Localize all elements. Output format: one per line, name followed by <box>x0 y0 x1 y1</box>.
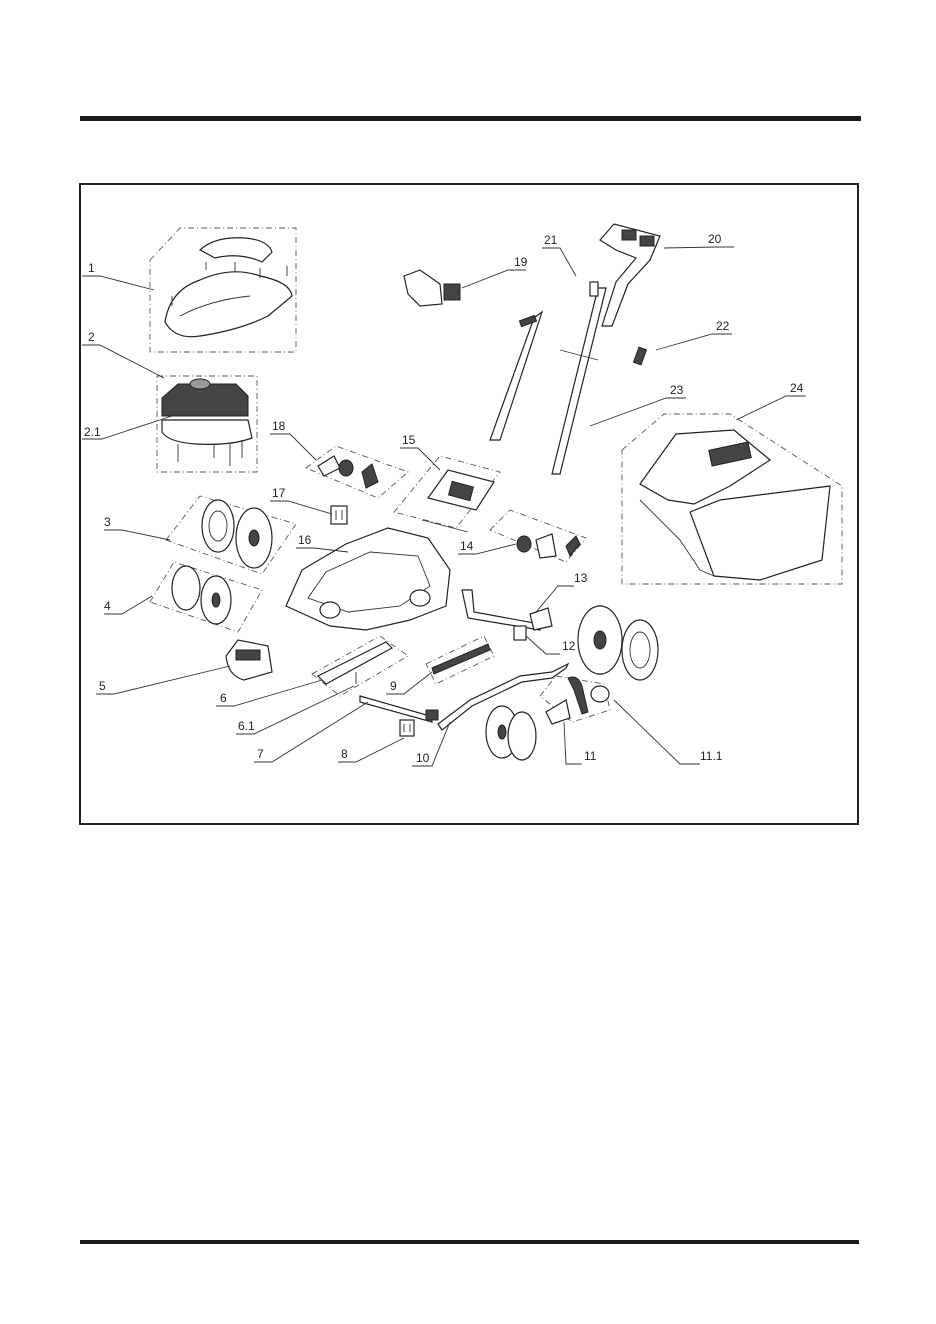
callout-20: 20 <box>708 232 722 246</box>
callout-14: 14 <box>460 539 474 553</box>
callout-10: 10 <box>416 751 430 765</box>
callout-2: 2 <box>88 330 95 344</box>
callout-9: 9 <box>390 679 397 693</box>
part-5-flap <box>226 640 272 680</box>
callout-17: 17 <box>272 486 286 500</box>
part-17-screws <box>331 506 347 524</box>
part-19-clip <box>404 270 460 306</box>
callout-11: 11 <box>584 749 597 763</box>
callout-2-1: 2.1 <box>84 425 101 439</box>
callout-4: 4 <box>104 599 111 613</box>
part-18-switchbox <box>306 446 408 498</box>
callout-13: 13 <box>574 571 588 585</box>
part-7-rod <box>360 696 438 722</box>
part-14-switch <box>490 510 586 562</box>
part-2-motor <box>157 376 257 472</box>
callout-3: 3 <box>104 515 111 529</box>
callout-24: 24 <box>790 381 804 395</box>
callout-5: 5 <box>99 679 106 693</box>
part-3-wheels <box>166 496 296 574</box>
callout-11-1: 11.1 <box>700 749 723 763</box>
callout-6: 6 <box>220 691 227 705</box>
callout-23: 23 <box>670 383 684 397</box>
part-11-adjuster <box>540 676 610 724</box>
callout-7: 7 <box>257 747 264 761</box>
callout-15: 15 <box>402 433 416 447</box>
part-1-cover <box>150 228 296 352</box>
part-4-wheels <box>150 562 262 632</box>
callout-6-1: 6.1 <box>238 719 255 733</box>
callout-19: 19 <box>514 255 528 269</box>
part-8-screws <box>400 720 414 736</box>
callout-22: 22 <box>716 319 730 333</box>
callout-18: 18 <box>272 419 286 433</box>
part-15-panel <box>394 456 500 532</box>
callout-16: 16 <box>298 533 312 547</box>
part-9-spring <box>426 636 494 684</box>
callout-8: 8 <box>341 747 348 761</box>
callout-12: 12 <box>562 639 576 653</box>
callout-1: 1 <box>88 261 95 275</box>
part-13-shaft <box>462 590 552 640</box>
part-24-grassbag <box>622 414 842 584</box>
callout-21: 21 <box>544 233 558 247</box>
